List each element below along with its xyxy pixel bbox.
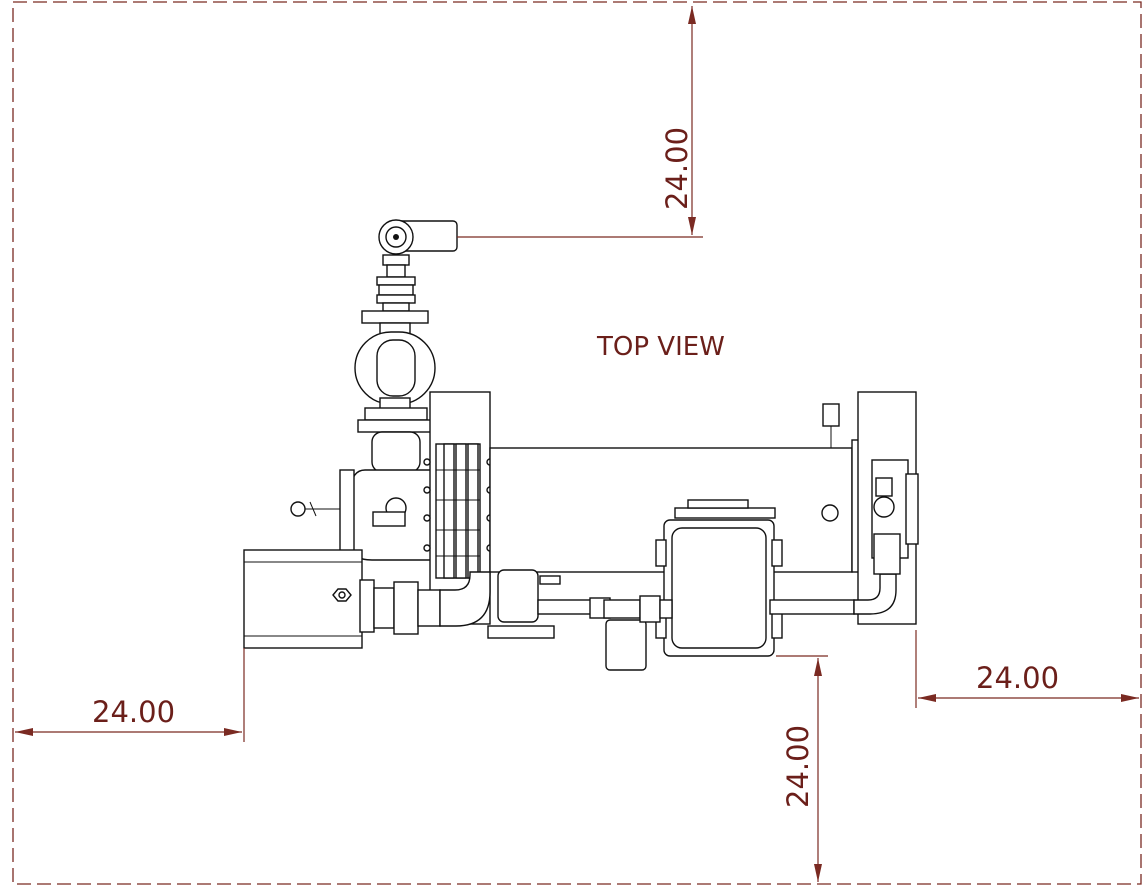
dimension-left: 24.00 — [15, 648, 245, 742]
dimension-right-value: 24.00 — [976, 661, 1059, 695]
dimension-bottom: 24.00 — [776, 655, 828, 882]
actuator-block — [243, 549, 375, 649]
dimension-right: 24.00 — [915, 630, 1139, 708]
tube-sheet-flange — [423, 391, 494, 625]
dimension-top: 24.00 — [457, 6, 703, 238]
view-label: TOP VIEW — [596, 332, 725, 362]
dimension-top-value: 24.00 — [660, 127, 694, 210]
lower-piping — [373, 533, 901, 671]
relief-valve — [376, 219, 458, 312]
clearance-boundary — [12, 1, 1142, 885]
control-box — [655, 499, 783, 657]
dimension-bottom-value: 24.00 — [781, 725, 815, 808]
pump-casing — [290, 469, 436, 561]
dimension-left-value: 24.00 — [92, 695, 175, 729]
riser-flange — [354, 310, 436, 473]
equipment-assembly — [243, 219, 919, 671]
